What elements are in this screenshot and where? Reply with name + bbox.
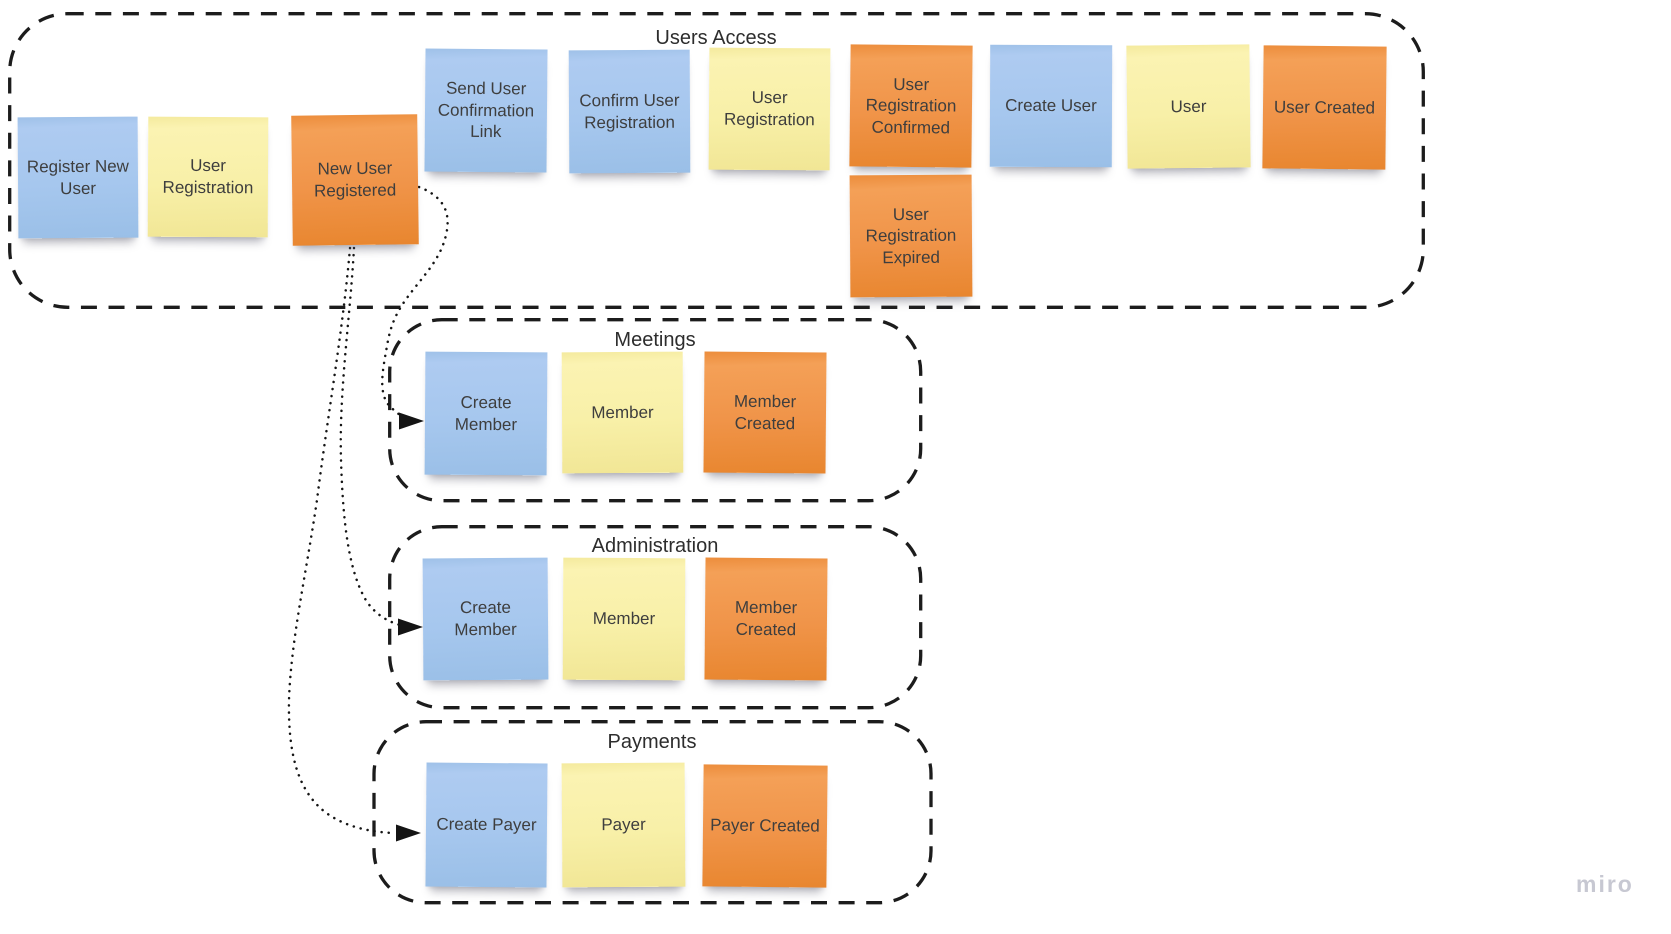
group-title-meetings: Meetings xyxy=(614,329,696,351)
note-label: Payer xyxy=(601,815,646,835)
note-label: Payer Created xyxy=(710,815,820,836)
sticky-note-payer[interactable]: Payer xyxy=(561,762,686,888)
connector-new-user-registered-to-administration[interactable] xyxy=(339,246,423,636)
sticky-note-payer-created[interactable]: Payer Created xyxy=(702,764,828,888)
note-label: New User Registered xyxy=(313,158,397,201)
sticky-note-user[interactable]: User xyxy=(1126,44,1251,169)
group-title-administration: Administration xyxy=(591,535,719,557)
sticky-note-user-registration-1[interactable]: User Registration xyxy=(147,116,269,238)
arrowhead-meetings xyxy=(399,412,424,430)
note-label: Register New User xyxy=(26,156,130,198)
note-label: Create User xyxy=(1005,96,1097,116)
connector-new-user-registered-to-payments[interactable] xyxy=(287,246,421,842)
note-label: Member Created xyxy=(734,598,798,640)
sticky-note-user-registration-2[interactable]: User Registration xyxy=(708,47,831,171)
sticky-note-meetings-member-created[interactable]: Member Created xyxy=(703,351,827,474)
note-label: User Registration Confirmed xyxy=(865,74,957,138)
note-label: Confirm User Registration xyxy=(579,90,680,132)
sticky-note-administration-member[interactable]: Member xyxy=(562,557,686,681)
note-label: Create Member xyxy=(454,392,518,434)
sticky-note-user-created[interactable]: User Created xyxy=(1262,45,1387,170)
note-label: Create Payer xyxy=(436,814,537,835)
note-label: User xyxy=(1170,96,1207,116)
arrowhead-administration xyxy=(398,618,423,636)
group-title-users-access: Users Access xyxy=(655,27,777,49)
sticky-note-new-user-registered[interactable]: New User Registered xyxy=(291,114,419,246)
sticky-note-create-payer[interactable]: Create Payer xyxy=(425,762,548,888)
sticky-note-user-registration-confirmed[interactable]: User Registration Confirmed xyxy=(849,44,973,168)
sticky-note-create-user[interactable]: Create User xyxy=(989,44,1113,168)
sticky-note-user-registration-expired[interactable]: User Registration Expired xyxy=(849,174,973,298)
note-label: User Registration xyxy=(162,156,254,198)
sticky-note-send-user-confirmation-link[interactable]: Send User Confirmation Link xyxy=(424,48,548,173)
arrowhead-payments xyxy=(396,824,421,842)
note-label: Create Member xyxy=(454,598,517,640)
note-label: Send User Confirmation Link xyxy=(437,78,535,142)
note-label: User Registration Expired xyxy=(865,204,957,267)
miro-logo: miro xyxy=(1576,871,1634,897)
sticky-note-meetings-member[interactable]: Member xyxy=(561,351,684,474)
note-label: Member xyxy=(592,609,656,629)
sticky-note-administration-member-created[interactable]: Member Created xyxy=(704,557,828,681)
sticky-note-confirm-user-registration[interactable]: Confirm User Registration xyxy=(568,49,691,174)
note-label: Member xyxy=(591,402,654,422)
group-title-payments: Payments xyxy=(607,731,697,753)
sticky-note-meetings-create-member[interactable]: Create Member xyxy=(424,351,548,476)
sticky-note-register-new-user[interactable]: Register New User xyxy=(17,116,139,239)
note-label: Member Created xyxy=(733,391,797,433)
sticky-note-administration-create-member[interactable]: Create Member xyxy=(422,557,549,681)
note-label: User Registration xyxy=(724,88,815,130)
note-label: User Created xyxy=(1273,97,1376,118)
